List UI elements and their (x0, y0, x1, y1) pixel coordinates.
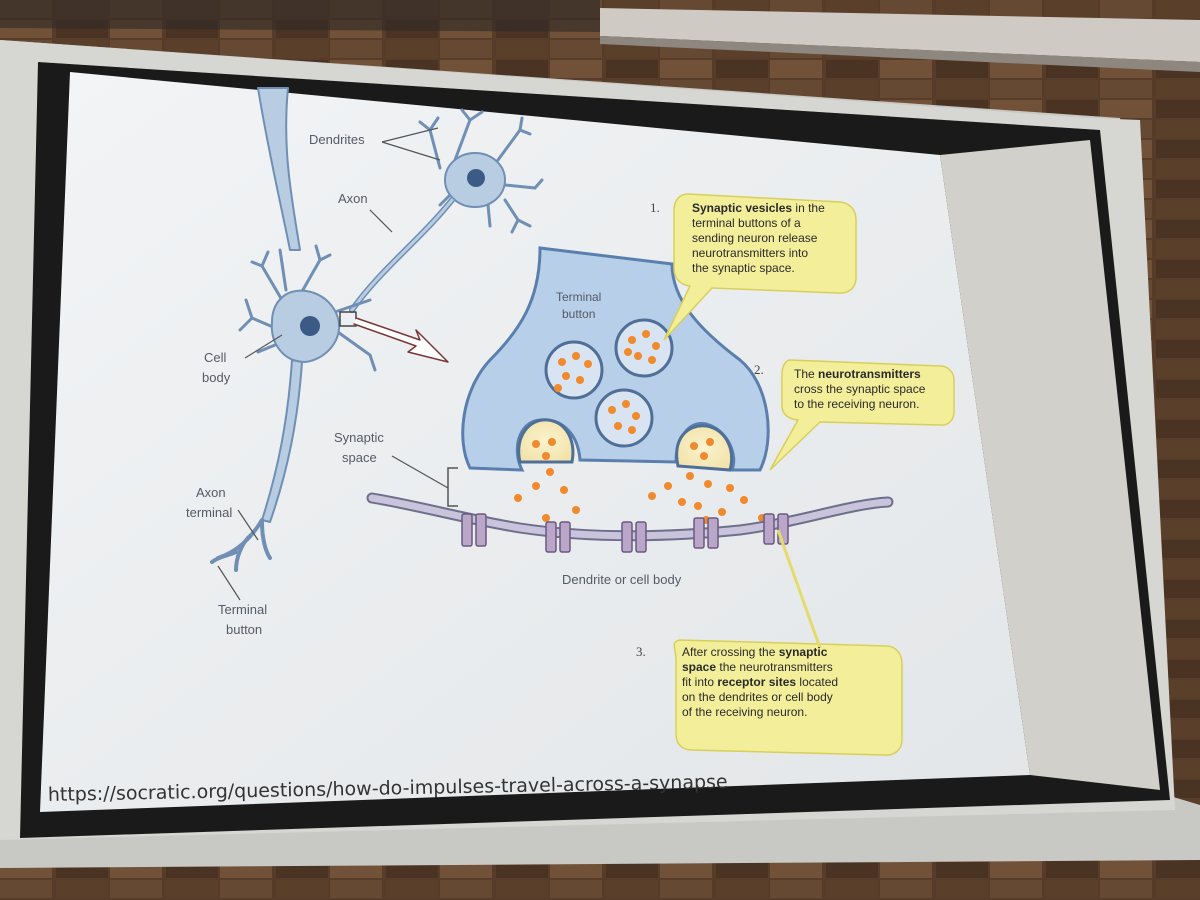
label-synaptic-space-line1: Synaptic (334, 430, 384, 445)
terminal-button-body (461, 246, 770, 472)
step-3-text-segment: receptor sites (717, 675, 796, 689)
label-synaptic-space-line2: space (342, 450, 377, 465)
step-3-text-segment: of the receiving neuron. (682, 705, 807, 719)
step-3-text-segment: space (682, 660, 716, 674)
step-2-number: 2. (754, 362, 764, 377)
zoom-arrow (353, 317, 449, 363)
callout-3-box (673, 639, 903, 756)
label-axon: Axon (338, 191, 368, 206)
neuron-labels: Dendrites Axon Cell body Axon terminal T… (186, 127, 441, 637)
step-1-text-segment: the synaptic space. (692, 261, 795, 275)
step-1-number: 1. (650, 200, 660, 215)
step-3-text-segment: fit into (682, 675, 717, 689)
step-3-text-segment: synaptic (779, 645, 828, 659)
label-terminal-button-line1: Terminal (218, 602, 267, 617)
step-1-text-segment: terminal buttons of a (692, 216, 801, 230)
label-axon-terminal-line1: Axon (196, 485, 226, 500)
callout-1-box (663, 193, 857, 341)
step-2-text-segment: to the receiving neuron. (794, 397, 919, 411)
label-synapse-terminal-line1: Terminal (556, 290, 601, 304)
nucleus-lower (300, 316, 320, 336)
label-dendrites: Dendrites (309, 132, 365, 147)
vesicles (517, 318, 733, 472)
callout-3-pointer (776, 529, 822, 649)
synapse-illustration (366, 246, 894, 553)
step-3-text-segment: on the dendrites or cell body (682, 690, 833, 704)
callout-2-box (769, 359, 955, 471)
neuron-illustration (210, 87, 544, 572)
label-dendrite-or-cell-body: Dendrite or cell body (562, 572, 682, 587)
step-3-text-segment: After crossing the (682, 645, 779, 659)
label-cell-body-line2: body (202, 370, 231, 385)
label-terminal-button-line2: button (226, 622, 262, 637)
neurotransmitter-dots (514, 330, 766, 524)
step-3-text-segment: the neurotransmitters (716, 660, 833, 674)
step-1-text-segment: neurotransmitters into (692, 246, 808, 260)
step-3-number: 3. (636, 644, 646, 659)
step-2-text-segment: The (794, 367, 818, 381)
step-2-text-segment: cross the synaptic space (794, 382, 926, 396)
step-1-text-segment: Synaptic vesicles (692, 201, 792, 215)
callout-3: 3. After crossing the synaptic space the … (636, 529, 903, 756)
label-cell-body-line1: Cell (204, 350, 227, 365)
step-3-text-segment: located (796, 675, 838, 689)
step-2-text-segment: neurotransmitters (818, 367, 921, 381)
step-1-text-segment: in the (792, 201, 825, 215)
label-synapse-terminal-line2: button (562, 307, 595, 321)
step-1-text-segment: sending neuron release (692, 231, 818, 245)
synapse-labels: Terminal button Synaptic space Dendrite … (334, 290, 682, 587)
step-3-text: After crossing the synaptic space the neu… (682, 645, 838, 719)
upper-neuron (418, 108, 544, 234)
nucleus-upper (467, 169, 485, 187)
label-axon-terminal-line2: terminal (186, 505, 232, 520)
lower-neuron (210, 244, 377, 572)
